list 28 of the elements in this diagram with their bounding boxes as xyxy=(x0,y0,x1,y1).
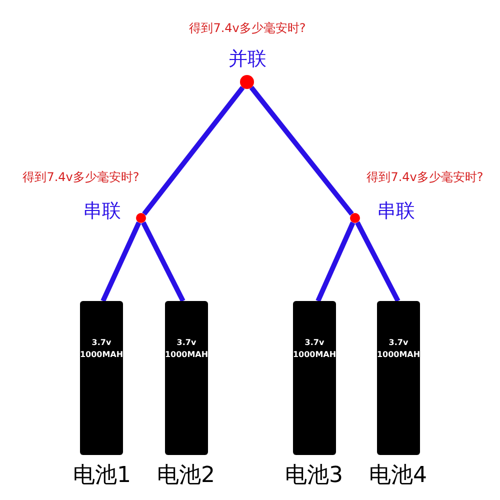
battery xyxy=(165,301,208,455)
connection-label: 并联 xyxy=(228,48,268,72)
connector-line xyxy=(249,86,354,216)
battery-rating: 1000MAH xyxy=(80,351,124,359)
battery-rating: 3.7v xyxy=(304,339,324,347)
connector-line xyxy=(355,221,400,302)
question-text: 得到7.4v多少毫安时? xyxy=(22,170,140,185)
battery xyxy=(377,301,420,455)
battery xyxy=(293,301,336,455)
battery-rating: 1000MAH xyxy=(292,351,336,359)
question-text: 得到7.4v多少毫安时? xyxy=(188,21,307,36)
connector-line xyxy=(141,221,186,302)
connection-label: 串联 xyxy=(376,200,416,224)
battery-label: 电池2 xyxy=(156,462,216,490)
battery-rating: 3.7v xyxy=(92,339,112,347)
connector-line xyxy=(100,222,142,302)
connector-line xyxy=(142,86,245,216)
battery-label: 电池1 xyxy=(72,462,132,490)
connector-line xyxy=(316,222,356,302)
question-text: 得到7.4v多少毫安时? xyxy=(366,170,484,185)
battery-rating: 3.7v xyxy=(388,339,408,347)
connection-label: 串联 xyxy=(82,200,122,224)
battery-label: 电池3 xyxy=(284,462,344,490)
battery-rating: 1000MAH xyxy=(376,351,420,359)
battery-rating: 3.7v xyxy=(176,339,196,347)
battery xyxy=(80,301,123,455)
battery-rating: 1000MAH xyxy=(164,351,208,359)
battery-label: 电池4 xyxy=(368,462,428,490)
